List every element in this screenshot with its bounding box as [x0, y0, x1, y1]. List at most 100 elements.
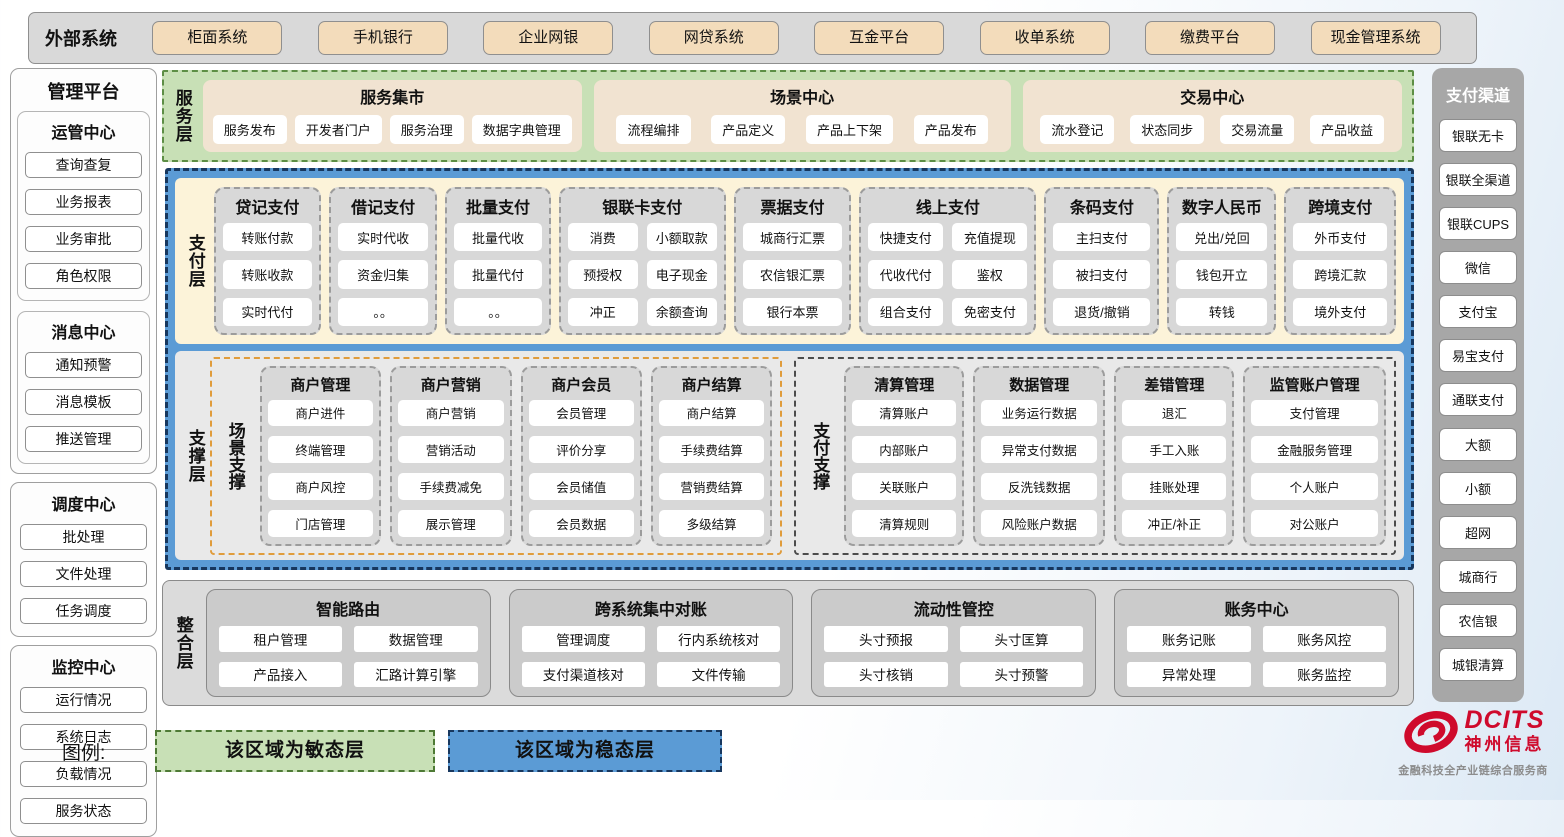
payment-item-button[interactable]: 外币支付 [1293, 223, 1388, 252]
management-item-button[interactable]: 业务报表 [25, 189, 142, 215]
payment-channel-button[interactable]: 大额 [1439, 427, 1517, 461]
payment-item-button[interactable]: 资金归集 [338, 260, 429, 289]
external-system-button[interactable]: 现金管理系统 [1310, 21, 1441, 55]
external-system-button[interactable]: 缴费平台 [1145, 21, 1276, 55]
integration-item-button[interactable]: 账务风控 [1262, 626, 1386, 652]
management-item-button[interactable]: 运行情况 [20, 687, 147, 713]
service-item-button[interactable]: 产品定义 [711, 114, 786, 144]
support-item-button[interactable]: 关联账户 [852, 473, 957, 500]
support-item-button[interactable]: 手续费结算 [658, 436, 765, 463]
support-item-button[interactable]: 金融服务管理 [1251, 436, 1378, 463]
payment-item-button[interactable]: 主扫支付 [1053, 223, 1151, 252]
support-item-button[interactable]: 手工入账 [1122, 436, 1227, 463]
payment-item-button[interactable]: 预授权 [567, 260, 638, 289]
support-item-button[interactable]: 清算账户 [852, 399, 957, 427]
integration-item-button[interactable]: 行内系统核对 [656, 626, 781, 652]
service-item-button[interactable]: 产品上下架 [805, 114, 893, 144]
support-item-button[interactable]: 内部账户 [852, 436, 957, 463]
payment-channel-button[interactable]: 小额 [1439, 471, 1517, 505]
payment-channel-button[interactable]: 农信银 [1439, 603, 1517, 637]
support-item-button[interactable]: 商户风控 [267, 473, 374, 500]
payment-channel-button[interactable]: 超网 [1439, 515, 1517, 549]
management-item-button[interactable]: 查询查复 [25, 152, 142, 178]
support-item-button[interactable]: 商户结算 [658, 399, 765, 427]
payment-item-button[interactable]: 境外支付 [1293, 297, 1388, 326]
integration-item-button[interactable]: 头寸匡算 [959, 626, 1084, 652]
integration-item-button[interactable]: 汇路计算引擎 [354, 661, 478, 687]
support-item-button[interactable]: 反洗钱数据 [981, 473, 1098, 500]
support-item-button[interactable]: 商户进件 [267, 399, 374, 427]
external-system-button[interactable]: 手机银行 [317, 21, 448, 55]
payment-item-button[interactable]: 电子现金 [646, 260, 717, 289]
support-item-button[interactable]: 展示管理 [398, 509, 504, 537]
payment-channel-button[interactable]: 银联CUPS [1439, 207, 1517, 241]
payment-item-button[interactable]: 农信银汇票 [742, 260, 843, 289]
management-item-button[interactable]: 文件处理 [20, 561, 147, 587]
support-item-button[interactable]: 退汇 [1122, 399, 1227, 427]
support-item-button[interactable]: 会员管理 [528, 399, 634, 427]
payment-item-button[interactable]: 消费 [567, 223, 638, 252]
payment-item-button[interactable]: 充值提现 [952, 223, 1028, 252]
payment-item-button[interactable]: 鉴权 [952, 260, 1028, 289]
support-item-button[interactable]: 会员储值 [528, 473, 634, 500]
payment-channel-button[interactable]: 银联全渠道 [1439, 163, 1517, 197]
integration-item-button[interactable]: 产品接入 [218, 661, 343, 687]
support-item-button[interactable]: 支付管理 [1251, 399, 1378, 427]
external-system-button[interactable]: 网贷系统 [648, 21, 779, 55]
service-item-button[interactable]: 产品收益 [1310, 114, 1385, 144]
payment-item-button[interactable]: 银行本票 [742, 297, 843, 326]
support-item-button[interactable]: 风险账户数据 [981, 509, 1098, 537]
integration-item-button[interactable]: 头寸预报 [824, 626, 948, 652]
payment-item-button[interactable]: 转钱 [1176, 297, 1268, 326]
payment-channel-button[interactable]: 通联支付 [1439, 383, 1517, 417]
integration-item-button[interactable]: 文件传输 [656, 661, 781, 687]
external-system-button[interactable]: 收单系统 [979, 21, 1110, 55]
payment-item-button[interactable]: 小额取款 [646, 223, 717, 252]
support-item-button[interactable]: 异常支付数据 [981, 436, 1098, 463]
integration-item-button[interactable]: 支付渠道核对 [521, 661, 645, 687]
payment-item-button[interactable]: 代收代付 [868, 260, 944, 289]
support-item-button[interactable]: 营销费结算 [658, 473, 765, 500]
management-item-button[interactable]: 通知预警 [25, 352, 142, 378]
payment-channel-button[interactable]: 银联无卡 [1439, 119, 1517, 153]
service-item-button[interactable]: 服务发布 [212, 114, 287, 144]
payment-item-button[interactable]: 实时代收 [338, 223, 429, 252]
payment-item-button[interactable]: 转账付款 [222, 223, 313, 252]
management-item-button[interactable]: 业务审批 [25, 226, 142, 252]
payment-item-button[interactable]: 组合支付 [868, 297, 944, 326]
payment-item-button[interactable]: 批量代收 [454, 223, 542, 252]
payment-item-button[interactable]: 实时代付 [222, 297, 313, 326]
payment-item-button[interactable]: 余额查询 [646, 297, 717, 326]
payment-channel-button[interactable]: 支付宝 [1439, 295, 1517, 329]
management-item-button[interactable]: 角色权限 [25, 263, 142, 289]
payment-item-button[interactable]: 城商行汇票 [742, 223, 843, 252]
integration-item-button[interactable]: 账务监控 [1262, 661, 1386, 687]
integration-item-button[interactable]: 租户管理 [218, 626, 343, 652]
service-item-button[interactable]: 流水登记 [1040, 114, 1115, 144]
support-item-button[interactable]: 多级结算 [658, 509, 765, 537]
management-item-button[interactable]: 批处理 [20, 524, 147, 550]
payment-item-button[interactable]: 转账收款 [222, 260, 313, 289]
support-item-button[interactable]: 营销活动 [398, 436, 504, 463]
management-item-button[interactable]: 消息模板 [25, 389, 142, 415]
support-item-button[interactable]: 冲正/补正 [1122, 509, 1227, 537]
service-item-button[interactable]: 数据字典管理 [471, 114, 572, 144]
payment-channel-button[interactable]: 城商行 [1439, 559, 1517, 593]
payment-channel-button[interactable]: 微信 [1439, 251, 1517, 285]
management-item-button[interactable]: 负载情况 [20, 761, 147, 787]
support-item-button[interactable]: 个人账户 [1251, 473, 1378, 500]
payment-item-button[interactable]: 快捷支付 [868, 223, 944, 252]
integration-item-button[interactable]: 数据管理 [354, 626, 478, 652]
integration-item-button[interactable]: 账务记账 [1127, 626, 1251, 652]
payment-item-button[interactable]: 跨境汇款 [1293, 260, 1388, 289]
support-item-button[interactable]: 业务运行数据 [981, 399, 1098, 427]
payment-item-button[interactable]: 退货/撤销 [1053, 297, 1151, 326]
support-item-button[interactable]: 对公账户 [1251, 509, 1378, 537]
service-item-button[interactable]: 状态同步 [1130, 114, 1205, 144]
external-system-button[interactable]: 柜面系统 [152, 21, 283, 55]
integration-item-button[interactable]: 管理调度 [521, 626, 645, 652]
payment-item-button[interactable]: 。。 [454, 297, 542, 326]
service-item-button[interactable]: 交易流量 [1220, 114, 1295, 144]
payment-channel-button[interactable]: 易宝支付 [1439, 339, 1517, 373]
service-item-button[interactable]: 流程编排 [616, 114, 691, 144]
